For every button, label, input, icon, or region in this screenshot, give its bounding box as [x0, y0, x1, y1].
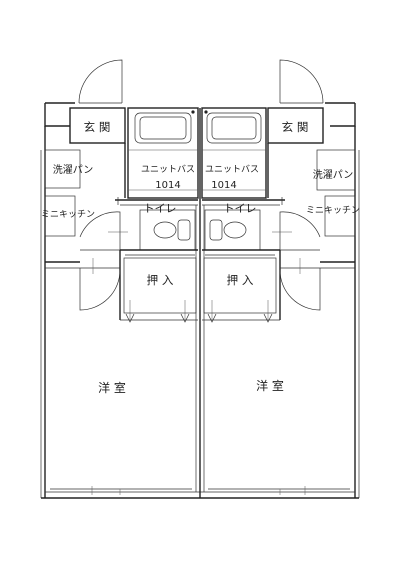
entrance-label-right: 玄 関 [282, 120, 309, 134]
closet-area [123, 257, 197, 314]
laundry-label: 洗濯パン [53, 164, 94, 176]
laundry-area-right [316, 149, 356, 191]
closet-label: 押 入 [147, 273, 174, 287]
toilet-door-right[interactable] [272, 211, 321, 251]
toilet-label-right: トイレ [224, 202, 257, 215]
closet-area-right [203, 257, 277, 314]
closet-label-right: 押 入 [227, 273, 254, 287]
kitchen-area [44, 195, 76, 237]
room-door-right[interactable] [279, 258, 321, 311]
kitchen-label-right: ミニキッチン [306, 205, 360, 216]
bath-label: ユニットバス [141, 164, 195, 175]
toilet-door[interactable] [79, 211, 128, 251]
unit-left: 玄 関 ユニットバス 1014 洗濯パン ミニキッチン トイレ [41, 59, 199, 395]
kitchen-area-right [324, 195, 356, 237]
toilet: トイレ [139, 202, 196, 251]
outer-walls [40, 102, 360, 499]
bath-size: 1014 [155, 180, 180, 191]
room-label: 洋 室 [98, 380, 126, 395]
entrance-door[interactable] [78, 59, 123, 104]
entrance-area [69, 107, 126, 144]
unit-bath [127, 107, 199, 199]
bath-size-right: 1014 [211, 180, 236, 191]
toilet-right: トイレ [204, 202, 261, 251]
room-door[interactable] [79, 258, 121, 311]
laundry-area [44, 149, 81, 189]
entrance-door-right[interactable] [279, 59, 324, 104]
toilet-label: トイレ [144, 202, 177, 215]
room-label-right: 洋 室 [256, 378, 284, 393]
unit-bath-right [201, 107, 267, 199]
bath-label-right: ユニットバス [205, 164, 259, 175]
kitchen-label: ミニキッチン [41, 209, 95, 220]
entrance-area-right [267, 107, 324, 144]
entrance-label: 玄 関 [84, 120, 111, 134]
unit-right: 玄 関 ユニットバス 1014 洗濯パン ミニキッチン トイレ [201, 59, 360, 393]
laundry-label-right: 洗濯パン [313, 169, 354, 181]
